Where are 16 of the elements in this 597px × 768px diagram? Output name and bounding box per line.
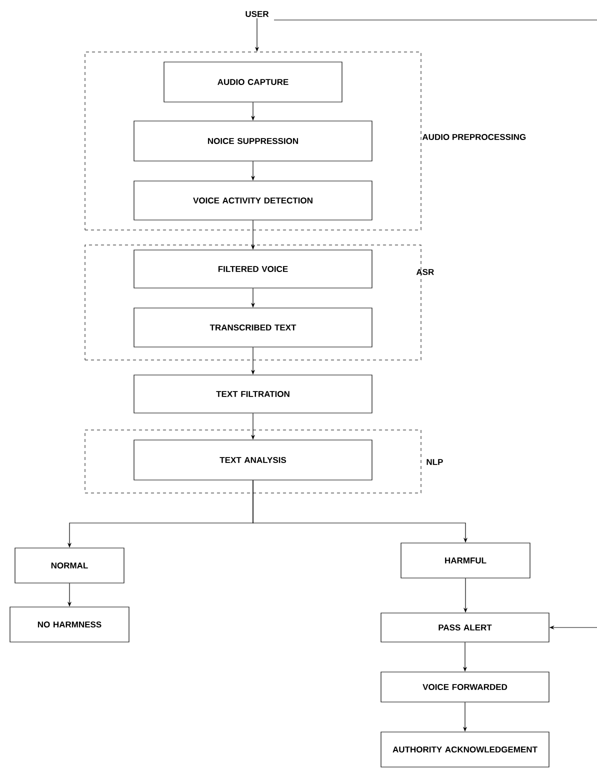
process-box: NO HARMNESS <box>10 606 130 642</box>
process-box: FILTERED VOICE <box>134 250 372 288</box>
process-box: TEXT ANALYSIS <box>134 440 372 480</box>
process-box: AUDIO CAPTURE <box>164 62 342 102</box>
process-box: HARMFUL <box>400 542 530 578</box>
process-box: PASS ALERT <box>380 612 550 642</box>
process-box: NORMAL <box>14 548 124 584</box>
process-box: NOICE SUPPRESSION <box>134 120 372 162</box>
process-box: TRANSCRIBED TEXT <box>134 308 372 348</box>
user-label: USER <box>246 11 269 17</box>
process-box: VOICE FORWARDED <box>380 672 550 702</box>
node-label: AUDIO PREPROCESSING <box>422 134 526 140</box>
process-box: AUTHORITY ACKNOWLEDGEMENT <box>380 732 550 768</box>
process-box: VOICE ACTIVITY DETECTION <box>134 180 372 220</box>
process-box: TEXT FILTRATION <box>134 374 372 414</box>
node-label: NLP <box>426 459 443 465</box>
